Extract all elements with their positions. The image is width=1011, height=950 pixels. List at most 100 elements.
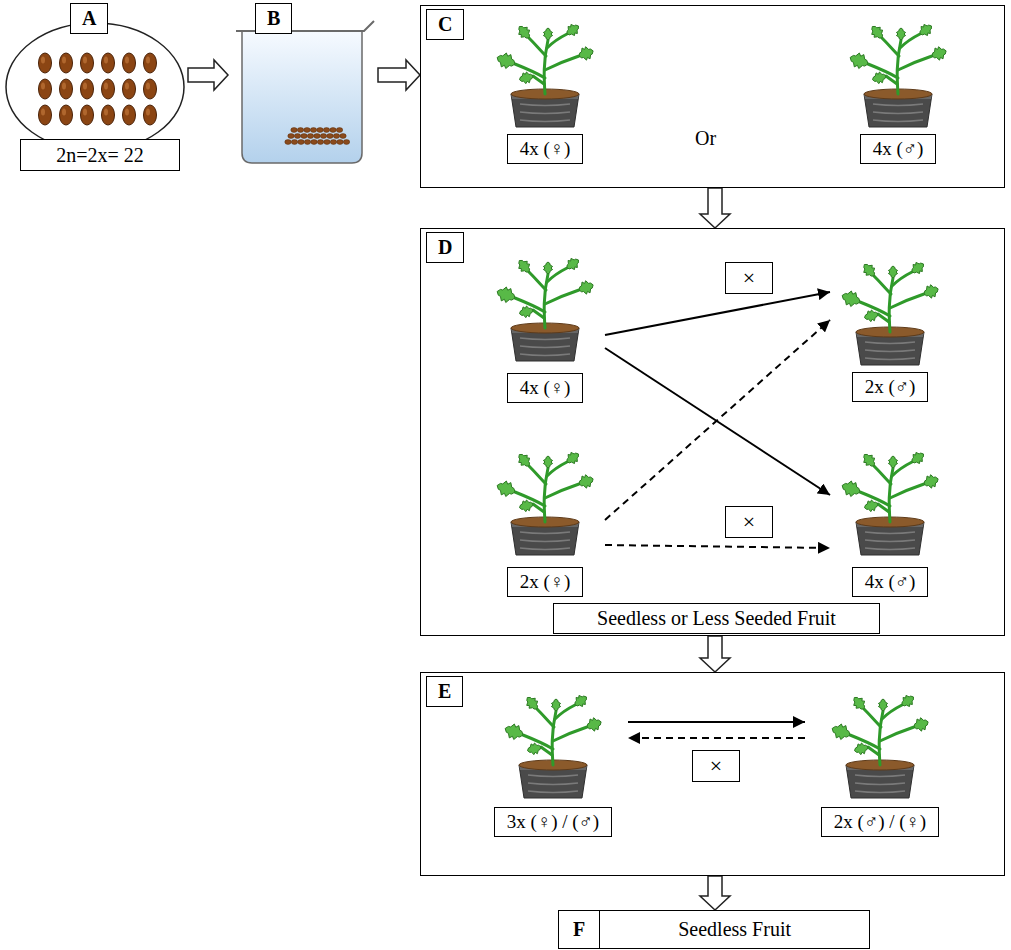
plant-leaf <box>543 28 552 40</box>
seed-highlight <box>125 57 129 64</box>
plant-leaf <box>842 481 860 497</box>
seed <box>304 140 310 145</box>
plant-leaf <box>842 291 860 307</box>
step-arrow <box>378 60 420 90</box>
pot-stripe <box>520 338 570 340</box>
plant-leaf <box>924 285 938 298</box>
seed <box>60 105 73 125</box>
pot-stripe <box>520 104 570 106</box>
cross-arrow <box>605 348 830 495</box>
pot-stripe <box>520 548 570 550</box>
plant-leaf <box>519 306 533 318</box>
plant-node: 4x (♂) <box>830 452 950 597</box>
ploidy-label: 4x (♀) <box>507 134 584 164</box>
plant-stem <box>545 484 579 498</box>
panel-letter: E <box>426 676 463 707</box>
plant-stem <box>882 38 899 56</box>
plant-leaf <box>878 699 887 711</box>
result-box: Seedless or Less Seeded Fruit <box>553 603 880 634</box>
plant-leaf <box>854 697 865 709</box>
ploidy-box: 2n=2x= 22 <box>20 139 180 171</box>
seed <box>81 53 94 73</box>
seed <box>337 140 343 145</box>
pot-stripe <box>865 540 915 542</box>
seed <box>81 105 94 125</box>
cross-symbol: × <box>739 264 759 292</box>
seed <box>60 79 73 99</box>
seed <box>311 140 317 145</box>
seed <box>39 105 52 125</box>
plant-leaf <box>579 47 593 60</box>
seed-highlight <box>125 83 129 90</box>
seed <box>288 134 294 139</box>
pot-stripe <box>873 120 923 122</box>
plant-leaf <box>888 456 897 468</box>
pot-stripe <box>520 354 570 356</box>
result-box: FSeedless Fruit <box>558 910 870 949</box>
plant-stem <box>890 294 924 308</box>
seed <box>102 105 115 125</box>
seed-highlight <box>62 83 66 90</box>
seed <box>343 140 349 145</box>
result-label: Seedless Fruit <box>600 911 869 948</box>
seed <box>340 134 346 139</box>
seed-highlight <box>104 83 108 90</box>
pot-stripe <box>855 783 905 785</box>
panel-letter: C <box>426 9 464 40</box>
plant-art <box>485 258 605 363</box>
plant-leaf <box>864 454 875 466</box>
cross-box: × <box>725 262 773 294</box>
cross-arrow <box>628 721 805 723</box>
beaker-body <box>242 31 362 163</box>
plant-leaf <box>543 262 552 274</box>
plant-stem <box>529 38 546 56</box>
dish-outline <box>6 23 184 151</box>
plant-stem <box>545 56 579 70</box>
cross-arrow <box>628 737 805 739</box>
plant-node: 3x (♀) / (♂) <box>478 695 628 837</box>
ploidy-label: 4x (♂) <box>852 567 929 597</box>
seed <box>81 79 94 99</box>
plant-leaf <box>519 500 533 512</box>
seed <box>324 140 330 145</box>
plant-leaf <box>888 266 897 278</box>
plant-leaf <box>914 718 928 731</box>
plant-leaf <box>519 26 530 38</box>
beaker-art <box>228 3 378 168</box>
seed-highlight <box>83 109 87 116</box>
pot-stripe <box>865 342 915 344</box>
ploidy-label: 2x (♂) / (♀) <box>821 807 939 837</box>
plant-stem <box>880 727 914 741</box>
plant-leaf <box>902 695 913 706</box>
cross-arrow <box>605 320 830 520</box>
plant-art <box>478 695 628 800</box>
pot-stripe <box>528 783 578 785</box>
pot-stripe <box>520 532 570 534</box>
seed <box>336 128 342 133</box>
plant-stem <box>890 484 924 498</box>
seed <box>314 134 320 139</box>
step-arrow <box>700 188 730 228</box>
plant-stem <box>533 504 544 512</box>
seed <box>123 105 136 125</box>
plant-leaf <box>924 475 938 488</box>
seed-highlight <box>104 109 108 116</box>
plant-stem <box>545 290 579 304</box>
panel-letter: D <box>426 232 464 263</box>
plant-stem <box>868 747 879 755</box>
step-panel: E 3x (♀) / (♂) × 2x (♂) / (♀) <box>420 672 1005 876</box>
plant-stem <box>537 709 554 727</box>
seed-highlight <box>104 57 108 64</box>
cross-box: × <box>692 750 740 782</box>
panel-letter: A <box>70 3 108 34</box>
plant-leaf <box>854 743 868 755</box>
plant-art <box>838 24 958 129</box>
plant-leaf <box>912 262 923 273</box>
ploidy-label: 2n=2x= 22 <box>52 143 148 168</box>
seed <box>317 128 323 133</box>
seed <box>310 128 316 133</box>
plant-leaf <box>932 47 946 60</box>
seed <box>39 79 52 99</box>
plant-stem <box>864 709 881 727</box>
plant-leaf <box>912 452 923 463</box>
